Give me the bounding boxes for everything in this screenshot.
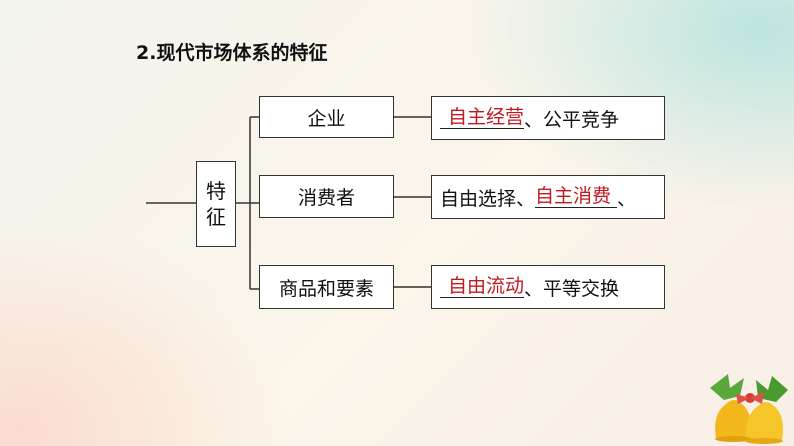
feature-suffix: 、公平竞争: [524, 108, 620, 131]
christmas-bells-icon: [710, 374, 788, 444]
feature-node-enterprise: 自主经营 、公平竞争: [431, 96, 665, 140]
root-label-line2: 征: [206, 205, 226, 229]
category-label: 商品和要素: [278, 277, 374, 300]
answer-blank: 自主消费: [535, 186, 618, 208]
feature-suffix: 、平等交换: [524, 277, 620, 300]
category-label: 企业: [307, 107, 346, 130]
feature-node-consumer: 自由选择、 自主消费 、: [431, 175, 665, 219]
category-node-enterprise: 企业: [259, 96, 394, 138]
category-label: 消费者: [297, 187, 355, 209]
answer-blank: 自由流动: [440, 276, 525, 298]
feature-suffix: 、: [617, 187, 637, 210]
category-node-goods-factors: 商品和要素: [259, 265, 394, 309]
feature-prefix: 自由选择、: [440, 187, 536, 210]
root-label-line1: 特: [206, 179, 226, 203]
feature-node-goods-factors: 自由流动 、平等交换: [431, 265, 665, 309]
answer-blank: 自主经营: [440, 107, 525, 129]
slide-title: 2.现代市场体系的特征: [136, 42, 328, 64]
category-node-consumer: 消费者: [259, 175, 394, 218]
root-node: 特 征: [196, 161, 236, 247]
